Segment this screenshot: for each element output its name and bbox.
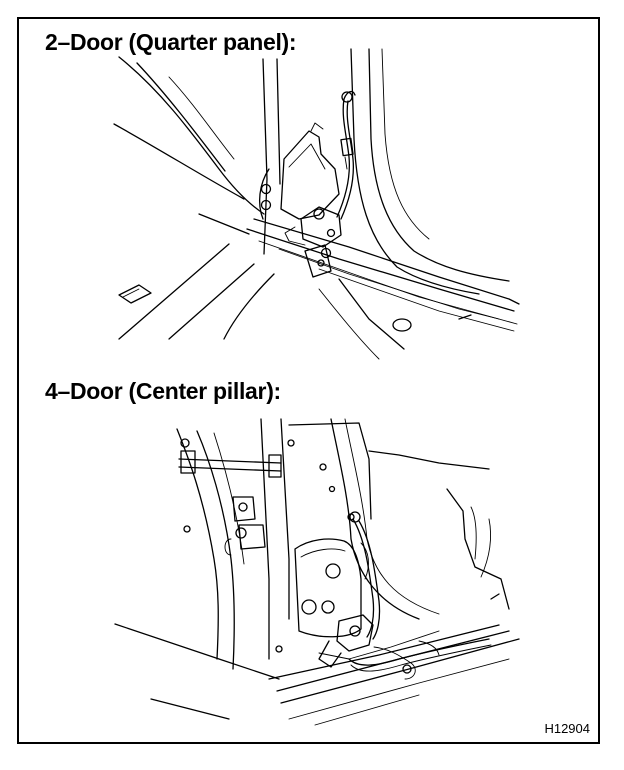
figure-frame: 2–Door (Quarter panel):	[17, 17, 600, 744]
panel-heading-4-door: 4–Door (Center pillar):	[45, 378, 281, 404]
panel-heading-2-door: 2–Door (Quarter panel):	[45, 29, 297, 55]
center-pillar-illustration	[19, 19, 602, 746]
quarter-panel-illustration	[19, 19, 602, 746]
figure-code: H12904	[544, 721, 590, 736]
